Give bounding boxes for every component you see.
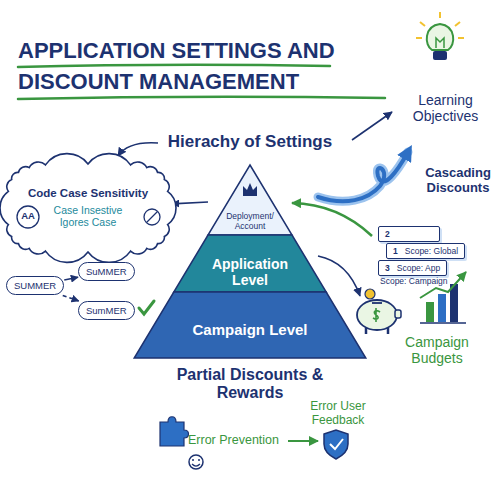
coin: [365, 289, 375, 299]
feature-label: Error Prevention: [188, 433, 288, 447]
smiley-eye: [198, 459, 200, 461]
node-heading: Code Case Sensitivity: [24, 187, 152, 201]
pointer-arrow: [288, 440, 318, 442]
light-ray: [439, 12, 441, 18]
shield-body: [324, 430, 348, 459]
piggy-body: [357, 300, 397, 330]
smiley-face: [189, 455, 203, 469]
smiley-eye: [192, 459, 194, 461]
smiley-icon: [189, 455, 203, 469]
band-fill: [174, 235, 326, 292]
node-heading: Campaign Level: [160, 321, 340, 338]
light-ray: [458, 37, 464, 39]
code-bubble: SuMMER: [78, 262, 135, 281]
section-heading: Hierachy of Settings: [150, 132, 350, 152]
scope-label: Scope: Campaign: [380, 277, 448, 287]
pyramid-tier: Campaign Level: [134, 292, 366, 358]
section-label: Campaign Budgets: [392, 334, 482, 366]
section-heading: Partial Discounts & Rewards: [150, 366, 350, 403]
node-text: Scope: App: [397, 263, 440, 273]
pyramid-tier: Deployment/ Account: [208, 165, 292, 235]
pyramid-tier: Application Level: [174, 235, 326, 292]
feature-label: Error User Feedback: [300, 400, 376, 428]
node-heading: Deployment/ Account: [221, 212, 279, 232]
light-ray: [455, 22, 460, 26]
shield-check: [330, 439, 343, 449]
band-fill: [208, 165, 292, 235]
case-icon-text: AA: [17, 211, 39, 222]
cascade-swoosh: [318, 152, 408, 201]
diagram-title: APPLICATION SETTINGS AND DISCOUNT MANAGE…: [18, 35, 390, 97]
light-ray: [416, 37, 422, 39]
node-heading: Application Level: [197, 256, 303, 288]
objectives-label: Learning Objectives: [398, 92, 493, 124]
title-underline: [18, 65, 330, 67]
connector-arrow: [172, 202, 208, 204]
coin-slot: [372, 302, 382, 304]
piggy-leg: [387, 328, 390, 334]
pointer-arrow: [118, 143, 158, 156]
chart-bar: [438, 294, 446, 322]
node-heading: SUMMER: [14, 280, 56, 291]
section-label: Cascading Discounts: [418, 166, 498, 196]
pointer-arrow: [292, 203, 372, 236]
lightbulb-icon: [416, 12, 464, 60]
pointer-arrow: [352, 112, 392, 140]
cascade-swoosh: [318, 152, 408, 201]
piggy-bank-icon: [357, 289, 401, 334]
check-mark: [139, 301, 154, 314]
scope-card: 1 Scope: Global: [386, 243, 465, 259]
bulb-filament: [436, 38, 444, 48]
node-heading: SuMMER: [86, 266, 127, 277]
chart-bar: [426, 302, 434, 322]
chart-axis: [420, 322, 466, 324]
smiley-mouth: [192, 464, 200, 466]
concept-cloud: Code Case SensitivityCase Insestive Igor…: [4, 160, 172, 256]
cloud-path: [0, 154, 176, 263]
scope-card: 3 Scope: App: [378, 260, 447, 276]
shield-icon: [324, 430, 348, 459]
light-ray: [420, 22, 425, 26]
bulb-glass: [427, 24, 454, 50]
node-heading: 2: [385, 229, 390, 239]
connector-arrow: [63, 295, 79, 301]
code-bubble: SumMER: [78, 301, 135, 320]
piggy-snout: [395, 310, 401, 318]
scope-card: 2: [378, 226, 440, 242]
puzzle-icon: [160, 417, 189, 446]
title-underline: [18, 97, 385, 99]
connector-arrow: [64, 277, 78, 280]
code-bubble: SUMMER: [6, 276, 64, 295]
dollar-mark: [373, 308, 380, 322]
bulb-base: [433, 51, 447, 60]
band-fill: [134, 292, 366, 358]
node-text: Scope: Global: [405, 246, 458, 256]
node-heading: 1: [393, 246, 398, 256]
node-text: Case Insestive Igores Case: [50, 204, 126, 229]
node-heading: 3: [385, 263, 390, 273]
piggy-leg: [365, 328, 368, 334]
node-heading: SumMER: [86, 305, 127, 316]
